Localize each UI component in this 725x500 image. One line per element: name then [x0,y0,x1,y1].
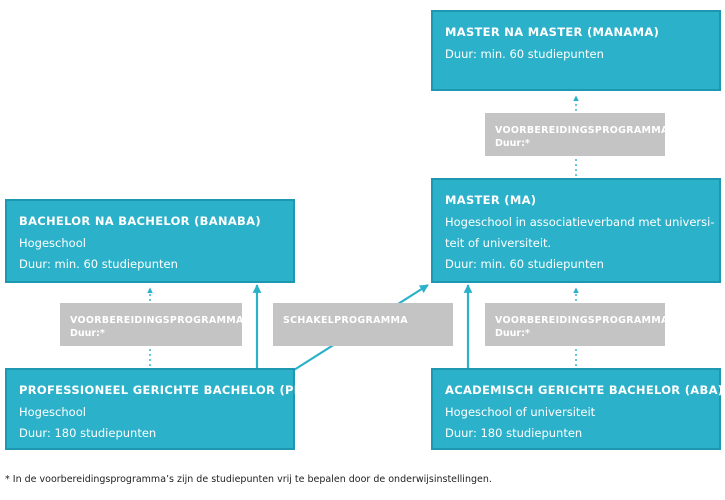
prep-title: VOORBEREIDINGSPROGRAMMA [495,125,669,136]
banaba-title: BACHELOR NA BACHELOR (BANABA) [19,214,261,228]
prep-title: VOORBEREIDINGSPROGRAMMA [70,315,244,326]
aba-title: ACADEMISCH GERICHTE BACHELOR (ABA) [445,383,724,397]
manama-duration: Duur: min. 60 studiepunten [445,47,604,61]
aba-duration: Duur: 180 studiepunten [445,426,583,440]
prep-box-master: VOORBEREIDINGSPROGRAMMA Duur:* [485,303,669,346]
prep-duration: Duur:* [495,138,530,149]
manama-box: MASTER NA MASTER (MANAMA) Duur: min. 60 … [431,10,721,91]
aba-institution: Hogeschool of universiteit [445,405,596,419]
master-institution-line1: Hogeschool in associatieverband met univ… [445,215,715,229]
prep-title: VOORBEREIDINGSPROGRAMMA [495,315,669,326]
prep-box-banaba: VOORBEREIDINGSPROGRAMMA Duur:* [60,303,244,346]
pba-institution: Hogeschool [19,405,86,419]
banaba-box: BACHELOR NA BACHELOR (BANABA) Hogeschool… [5,199,295,283]
pba-box: PROFESSIONEEL GERICHTE BACHELOR (PBA) Ho… [5,368,318,450]
schakelprogramma-box: SCHAKELPROGRAMMA [273,303,453,346]
master-institution-line2: teit of universiteit. [445,236,552,250]
footnote: * In de voorbereidingsprogramma’s zijn d… [5,474,492,485]
master-box: MASTER (MA) Hogeschool in associatieverb… [431,178,721,283]
master-duration: Duur: min. 60 studiepunten [445,257,604,271]
schakelprogramma-title: SCHAKELPROGRAMMA [283,315,408,326]
banaba-duration: Duur: min. 60 studiepunten [19,257,178,271]
prep-duration: Duur:* [70,328,105,339]
pba-duration: Duur: 180 studiepunten [19,426,157,440]
master-title: MASTER (MA) [445,193,537,207]
pba-title: PROFESSIONEEL GERICHTE BACHELOR (PBA) [19,383,318,397]
banaba-institution: Hogeschool [19,236,86,250]
manama-title: MASTER NA MASTER (MANAMA) [445,25,660,39]
prep-box-manama: VOORBEREIDINGSPROGRAMMA Duur:* [485,113,669,156]
aba-box: ACADEMISCH GERICHTE BACHELOR (ABA) Hoges… [431,368,724,450]
prep-duration: Duur:* [495,328,530,339]
